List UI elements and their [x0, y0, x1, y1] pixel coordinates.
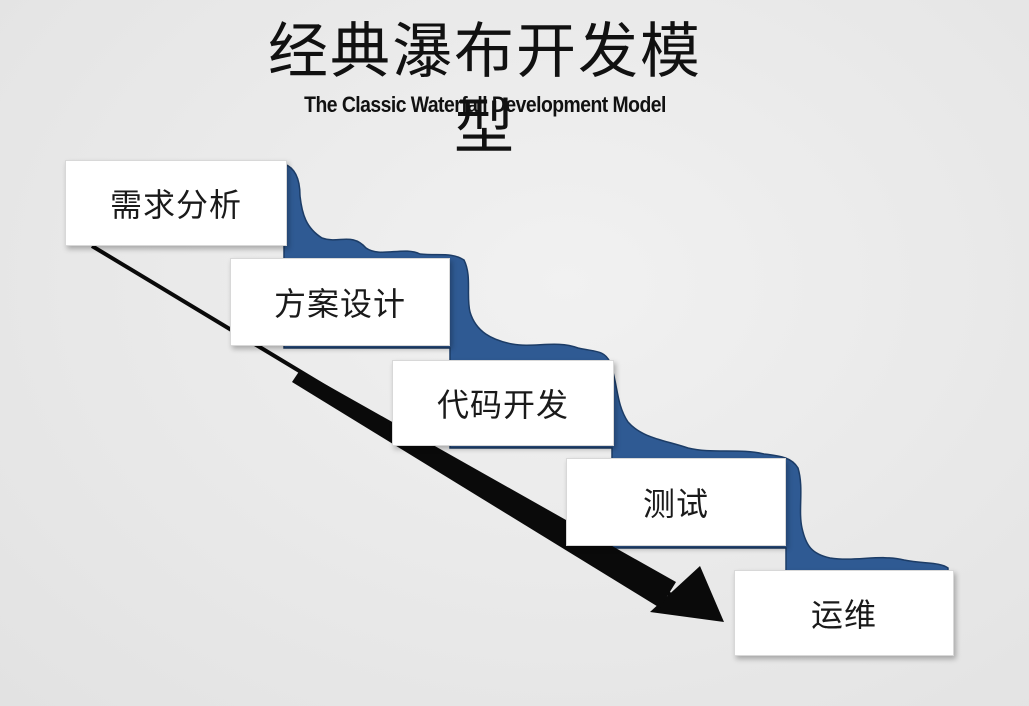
stage-box-testing: 测试	[566, 458, 786, 546]
stage-label-design: 方案设计	[273, 285, 406, 323]
stage-label-testing: 测试	[642, 485, 709, 523]
stage-box-requirements: 需求分析	[65, 160, 287, 246]
stage-box-operations: 运维	[734, 570, 954, 656]
stage-label-operations: 运维	[810, 596, 877, 634]
diagram-title-chinese: 经典瀑布开发模型	[268, 17, 702, 163]
arrow-head	[650, 566, 724, 622]
arrow-body	[292, 370, 676, 608]
stage-label-requirements: 需求分析	[109, 186, 242, 224]
stage-box-design: 方案设计	[230, 258, 450, 346]
diagram-title-english: The Classic Waterfall Development Model	[304, 92, 666, 117]
stage-label-development: 代码开发	[436, 386, 569, 424]
stage-box-development: 代码开发	[392, 360, 614, 446]
